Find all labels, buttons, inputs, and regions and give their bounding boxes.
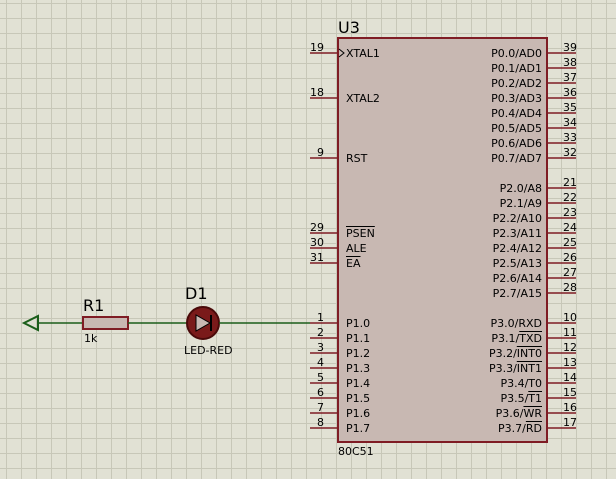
pin-name-28: P2.7/A15 — [492, 287, 542, 300]
resistor-body[interactable] — [82, 316, 129, 330]
pin-name-32: P0.7/AD7 — [491, 152, 542, 165]
pin-name-1: P1.0 — [346, 317, 371, 330]
pin-name-35: P0.4/AD4 — [491, 107, 542, 120]
pin-name-37: P0.2/AD2 — [491, 77, 542, 90]
pin-number-17: 17 — [563, 416, 577, 429]
pin-name-39: P0.0/AD0 — [491, 47, 542, 60]
pin-number-14: 14 — [563, 371, 577, 384]
pin-number-28: 28 — [563, 281, 577, 294]
pin-number-34: 34 — [563, 116, 577, 129]
pin-number-12: 12 — [563, 341, 577, 354]
pin-number-6: 6 — [317, 386, 324, 399]
pin-number-8: 8 — [317, 416, 324, 429]
pin-number-22: 22 — [563, 191, 577, 204]
pin-number-10: 10 — [563, 311, 577, 324]
pin-number-27: 27 — [563, 266, 577, 279]
pin-name-10: P3.0/RXD — [490, 317, 542, 330]
led-diode-symbol — [195, 314, 212, 332]
pin-name-19: XTAL1 — [346, 47, 380, 60]
chip-body[interactable] — [337, 37, 548, 443]
pin-number-19: 19 — [310, 41, 324, 54]
pin-name-23: P2.2/A10 — [492, 212, 542, 225]
pin-number-2: 2 — [317, 326, 324, 339]
pin-number-24: 24 — [563, 221, 577, 234]
pin-name-12: P3.2/INT0 — [488, 347, 542, 360]
pin-number-31: 31 — [310, 251, 324, 264]
pin-number-32: 32 — [563, 146, 577, 159]
pin-name-33: P0.6/AD6 — [491, 137, 542, 150]
pin-name-5: P1.4 — [346, 377, 371, 390]
led-value-label: LED-RED — [184, 344, 233, 357]
pin-name-26: P2.5/A13 — [492, 257, 542, 270]
pin-name-17: P3.7/RD — [498, 422, 542, 435]
pin-number-26: 26 — [563, 251, 577, 264]
pin-name-22: P2.1/A9 — [499, 197, 542, 210]
resistor-ref-label: R1 — [83, 296, 105, 315]
pin-name-25: P2.4/A12 — [492, 242, 542, 255]
pin-number-36: 36 — [563, 86, 577, 99]
pin-name-9: RST — [346, 152, 368, 165]
pin-number-16: 16 — [563, 401, 577, 414]
pin-number-33: 33 — [563, 131, 577, 144]
chip-part-label: 80C51 — [338, 445, 374, 458]
pin-number-5: 5 — [317, 371, 324, 384]
pin-name-34: P0.5/AD5 — [491, 122, 542, 135]
pin-name-16: P3.6/WR — [495, 407, 542, 420]
pin-name-6: P1.5 — [346, 392, 371, 405]
pin-number-29: 29 — [310, 221, 324, 234]
chip-ref-label: U3 — [338, 18, 360, 37]
pin-number-30: 30 — [310, 236, 324, 249]
pin-number-37: 37 — [563, 71, 577, 84]
pin-name-18: XTAL2 — [346, 92, 380, 105]
pin-name-27: P2.6/A14 — [492, 272, 542, 285]
pin-number-13: 13 — [563, 356, 577, 369]
pin-name-21: P2.0/A8 — [499, 182, 542, 195]
pin-number-38: 38 — [563, 56, 577, 69]
pin-name-2: P1.1 — [346, 332, 371, 345]
pin-name-14: P3.4/T0 — [500, 377, 542, 390]
pin-name-38: P0.1/AD1 — [491, 62, 542, 75]
pin-name-8: P1.7 — [346, 422, 371, 435]
clock-marker — [338, 48, 345, 58]
pin-number-23: 23 — [563, 206, 577, 219]
pin-number-4: 4 — [317, 356, 324, 369]
pin-number-15: 15 — [563, 386, 577, 399]
terminal-arrow[interactable] — [21, 314, 39, 332]
pin-number-11: 11 — [563, 326, 577, 339]
led-ref-label: D1 — [185, 284, 208, 303]
pin-number-21: 21 — [563, 176, 577, 189]
pin-name-24: P2.3/A11 — [492, 227, 542, 240]
pin-lines — [310, 52, 576, 429]
pin-number-39: 39 — [563, 41, 577, 54]
pin-name-4: P1.3 — [346, 362, 371, 375]
pin-number-35: 35 — [563, 101, 577, 114]
pin-name-29: PSEN — [346, 227, 375, 240]
resistor-value-label: 1k — [84, 332, 98, 345]
pin-name-36: P0.3/AD3 — [491, 92, 542, 105]
pin-name-30: ALE — [346, 242, 367, 255]
pin-name-13: P3.3/INT1 — [488, 362, 542, 375]
pin-name-31: EA — [346, 257, 361, 270]
pin-number-7: 7 — [317, 401, 324, 414]
pin-number-18: 18 — [310, 86, 324, 99]
pin-name-11: P3.1/TXD — [491, 332, 542, 345]
pin-number-3: 3 — [317, 341, 324, 354]
pin-number-25: 25 — [563, 236, 577, 249]
pin-name-3: P1.2 — [346, 347, 371, 360]
pin-number-1: 1 — [317, 311, 324, 324]
pin-number-9: 9 — [317, 146, 324, 159]
pin-name-15: P3.5/T1 — [500, 392, 542, 405]
pin-name-7: P1.6 — [346, 407, 371, 420]
